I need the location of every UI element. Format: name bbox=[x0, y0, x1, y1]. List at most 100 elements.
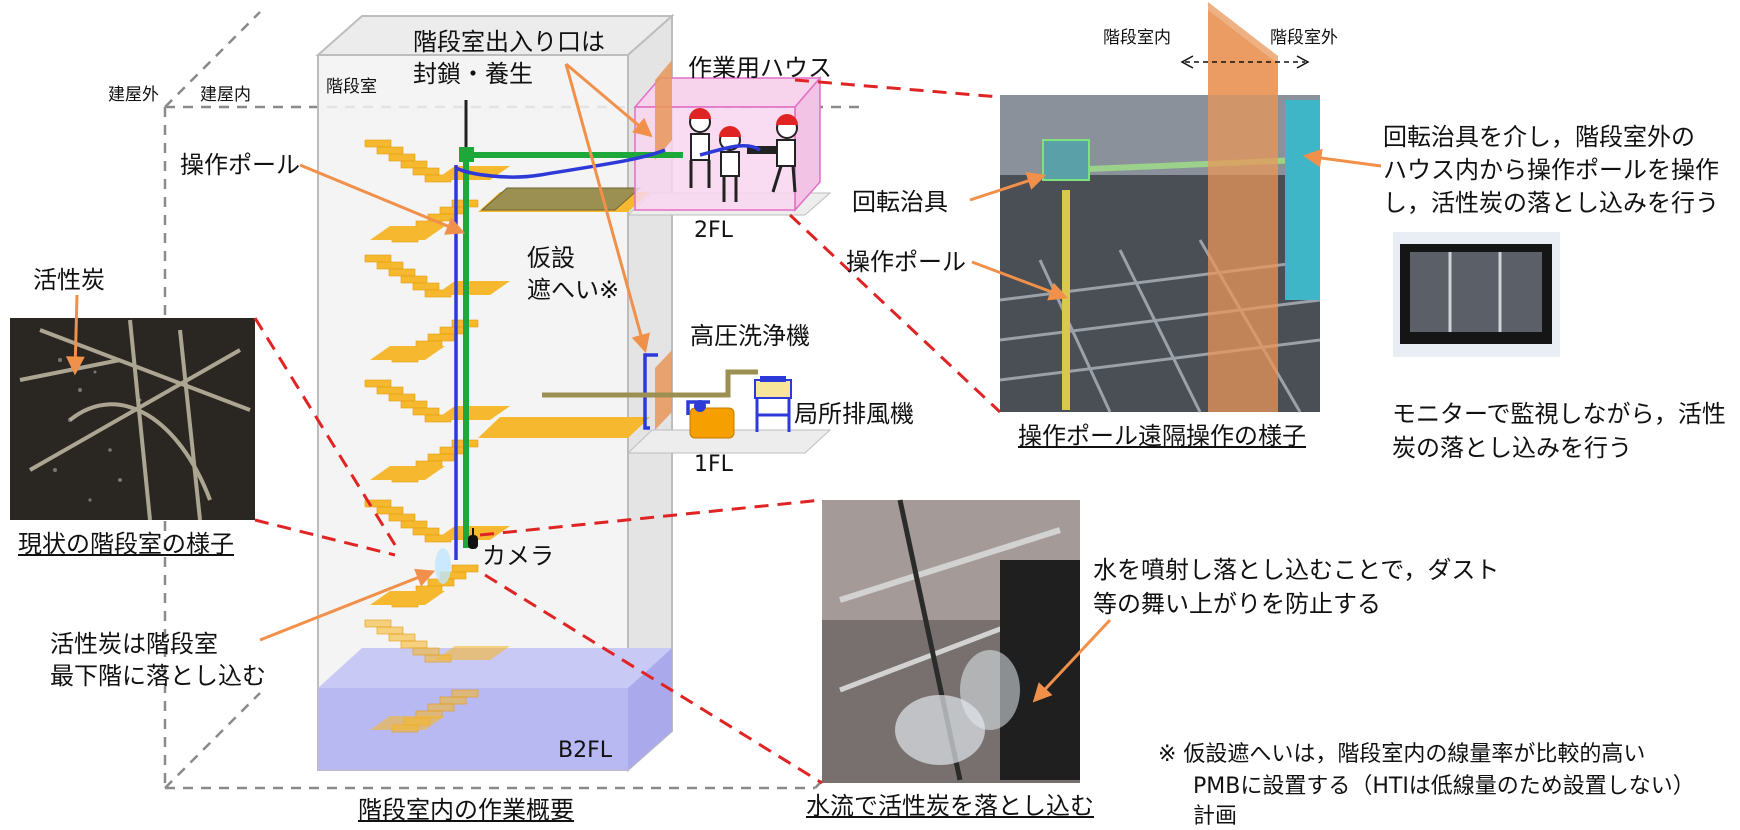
stairwell-current-photo bbox=[10, 318, 255, 521]
pointer-arrow-head bbox=[1302, 148, 1323, 168]
stair-step bbox=[388, 633, 416, 642]
pointer-arrow-head bbox=[631, 332, 650, 354]
stair-landing bbox=[370, 466, 445, 480]
pointer-arrow-head bbox=[632, 117, 653, 138]
stair-step bbox=[364, 254, 392, 263]
carbon-drop-line1: 活性炭は階段室 bbox=[50, 630, 218, 658]
stair-landing bbox=[370, 226, 445, 240]
inside-outside-arrow bbox=[1180, 55, 1310, 69]
water-note-line1: 水を噴射し落とし込むことで，ダスト bbox=[1093, 556, 1500, 584]
pointer-arrow-line bbox=[259, 570, 433, 642]
monitor-photo bbox=[1393, 232, 1560, 357]
stairwell-photo-caption: 現状の階段室の様子 bbox=[18, 530, 234, 558]
rotating-jig-icon bbox=[459, 147, 474, 162]
photo-pole-label: 操作ポール bbox=[846, 248, 966, 276]
carbon-drop-line2: 最下階に落とし込む bbox=[50, 662, 266, 690]
stair-step bbox=[364, 619, 392, 628]
stair-flights bbox=[364, 139, 510, 733]
monitor-note-line1: モニターで監視しながら，活性 bbox=[1392, 400, 1726, 428]
stair-step bbox=[388, 153, 416, 162]
stair-step bbox=[400, 640, 428, 649]
pointer-arrow-line bbox=[565, 62, 651, 137]
boundary-panel-top bbox=[1208, 10, 1278, 95]
stair-landing bbox=[370, 716, 445, 730]
stair-step bbox=[451, 564, 479, 573]
stair-step bbox=[439, 696, 467, 705]
entrance-note-line2: 封鎖・養生 bbox=[413, 60, 533, 88]
pointer-arrow-head bbox=[414, 568, 436, 587]
pointer-arrow-head bbox=[1047, 282, 1069, 301]
footnote-line3: 計画 bbox=[1193, 804, 1238, 829]
b2fl-water-area bbox=[318, 648, 672, 770]
stair-step bbox=[412, 527, 440, 536]
jig-label: 回転治具 bbox=[852, 188, 948, 216]
stair-step bbox=[376, 146, 404, 155]
water-flow-photo bbox=[822, 499, 1080, 783]
carbon-label: 活性炭 bbox=[33, 266, 105, 294]
landing-1fl bbox=[478, 417, 650, 438]
camera-label: カメラ bbox=[482, 542, 554, 570]
stair-step bbox=[427, 453, 455, 462]
exhaust-duct bbox=[542, 369, 758, 398]
building-outside-label: 建屋外 bbox=[108, 85, 159, 105]
stair-step bbox=[388, 513, 416, 522]
stair-landing bbox=[370, 346, 445, 360]
stair-step bbox=[412, 407, 440, 416]
stair-step bbox=[439, 446, 467, 455]
stair-step bbox=[400, 520, 428, 529]
stair-step bbox=[412, 167, 440, 176]
floor-1fl-slab bbox=[626, 429, 832, 454]
overview-caption: 階段室内の作業概要 bbox=[358, 796, 574, 824]
stair-step bbox=[376, 386, 404, 395]
stair-step bbox=[451, 689, 479, 698]
pole-label: 操作ポール bbox=[180, 151, 300, 179]
stair-step bbox=[364, 379, 392, 388]
floor-1fl-label: 1FL bbox=[694, 452, 733, 477]
footnote-line1: ※ 仮設遮へいは，階段室内の線量率が比較的高い bbox=[1158, 742, 1646, 767]
inside-label: 階段室内 bbox=[1103, 28, 1171, 48]
stair-step bbox=[412, 282, 440, 291]
workers-icon bbox=[689, 108, 798, 202]
stair-step bbox=[400, 400, 428, 409]
pointer-arrow-line bbox=[971, 260, 1066, 299]
pointer-arrow-head bbox=[1025, 171, 1047, 190]
shield-label-line2: 遮へい※ bbox=[527, 276, 620, 304]
washer-label: 高圧洗浄機 bbox=[690, 322, 810, 350]
entrance-note-line1: 階段室出入り口は bbox=[413, 28, 605, 56]
pointer-arrow-head bbox=[444, 217, 466, 235]
stair-step bbox=[400, 275, 428, 284]
stair-landing bbox=[435, 406, 510, 420]
floor-b2fl-label: B2FL bbox=[558, 738, 613, 763]
water-note-line2: 等の舞い上がりを防止する bbox=[1093, 590, 1381, 618]
outside-label: 階段室外 bbox=[1270, 28, 1338, 48]
high-pressure-washer-icon bbox=[689, 400, 735, 439]
stair-step bbox=[376, 626, 404, 635]
shield-label-line1: 仮設 bbox=[527, 244, 575, 272]
water-photo-caption: 水流で活性炭を落とし込む bbox=[806, 792, 1094, 820]
stair-landing bbox=[435, 646, 510, 660]
pole-operation-photo bbox=[999, 2, 1321, 413]
pointer-arrow-head bbox=[65, 356, 85, 376]
water-spray bbox=[435, 548, 451, 584]
temporary-shield-panel bbox=[480, 187, 642, 211]
pole-note-line3: し，活性炭の落とし込みを行う bbox=[1383, 189, 1719, 217]
local-exhaust-fan-icon bbox=[754, 376, 792, 432]
stair-landing bbox=[370, 591, 445, 605]
pointer-arrow-line bbox=[1033, 618, 1112, 702]
stair-step bbox=[427, 333, 455, 342]
stair-landing bbox=[435, 281, 510, 295]
stair-step bbox=[388, 393, 416, 402]
entrance-shield-1fl bbox=[655, 350, 672, 430]
pointer-arrow-head bbox=[1032, 682, 1053, 703]
stair-step bbox=[364, 139, 392, 148]
stair-step bbox=[400, 160, 428, 169]
stair-step bbox=[376, 506, 404, 515]
red-dashed-leaders bbox=[253, 78, 1002, 785]
pointer-arrow-line bbox=[564, 63, 647, 351]
pointer-arrow-line bbox=[299, 163, 463, 234]
orange-pointer-arrows bbox=[65, 62, 1382, 703]
pole-photo-caption: 操作ポール遠隔操作の様子 bbox=[1018, 422, 1306, 450]
stairwell-label: 階段室 bbox=[326, 77, 377, 97]
stair-step bbox=[388, 268, 416, 277]
